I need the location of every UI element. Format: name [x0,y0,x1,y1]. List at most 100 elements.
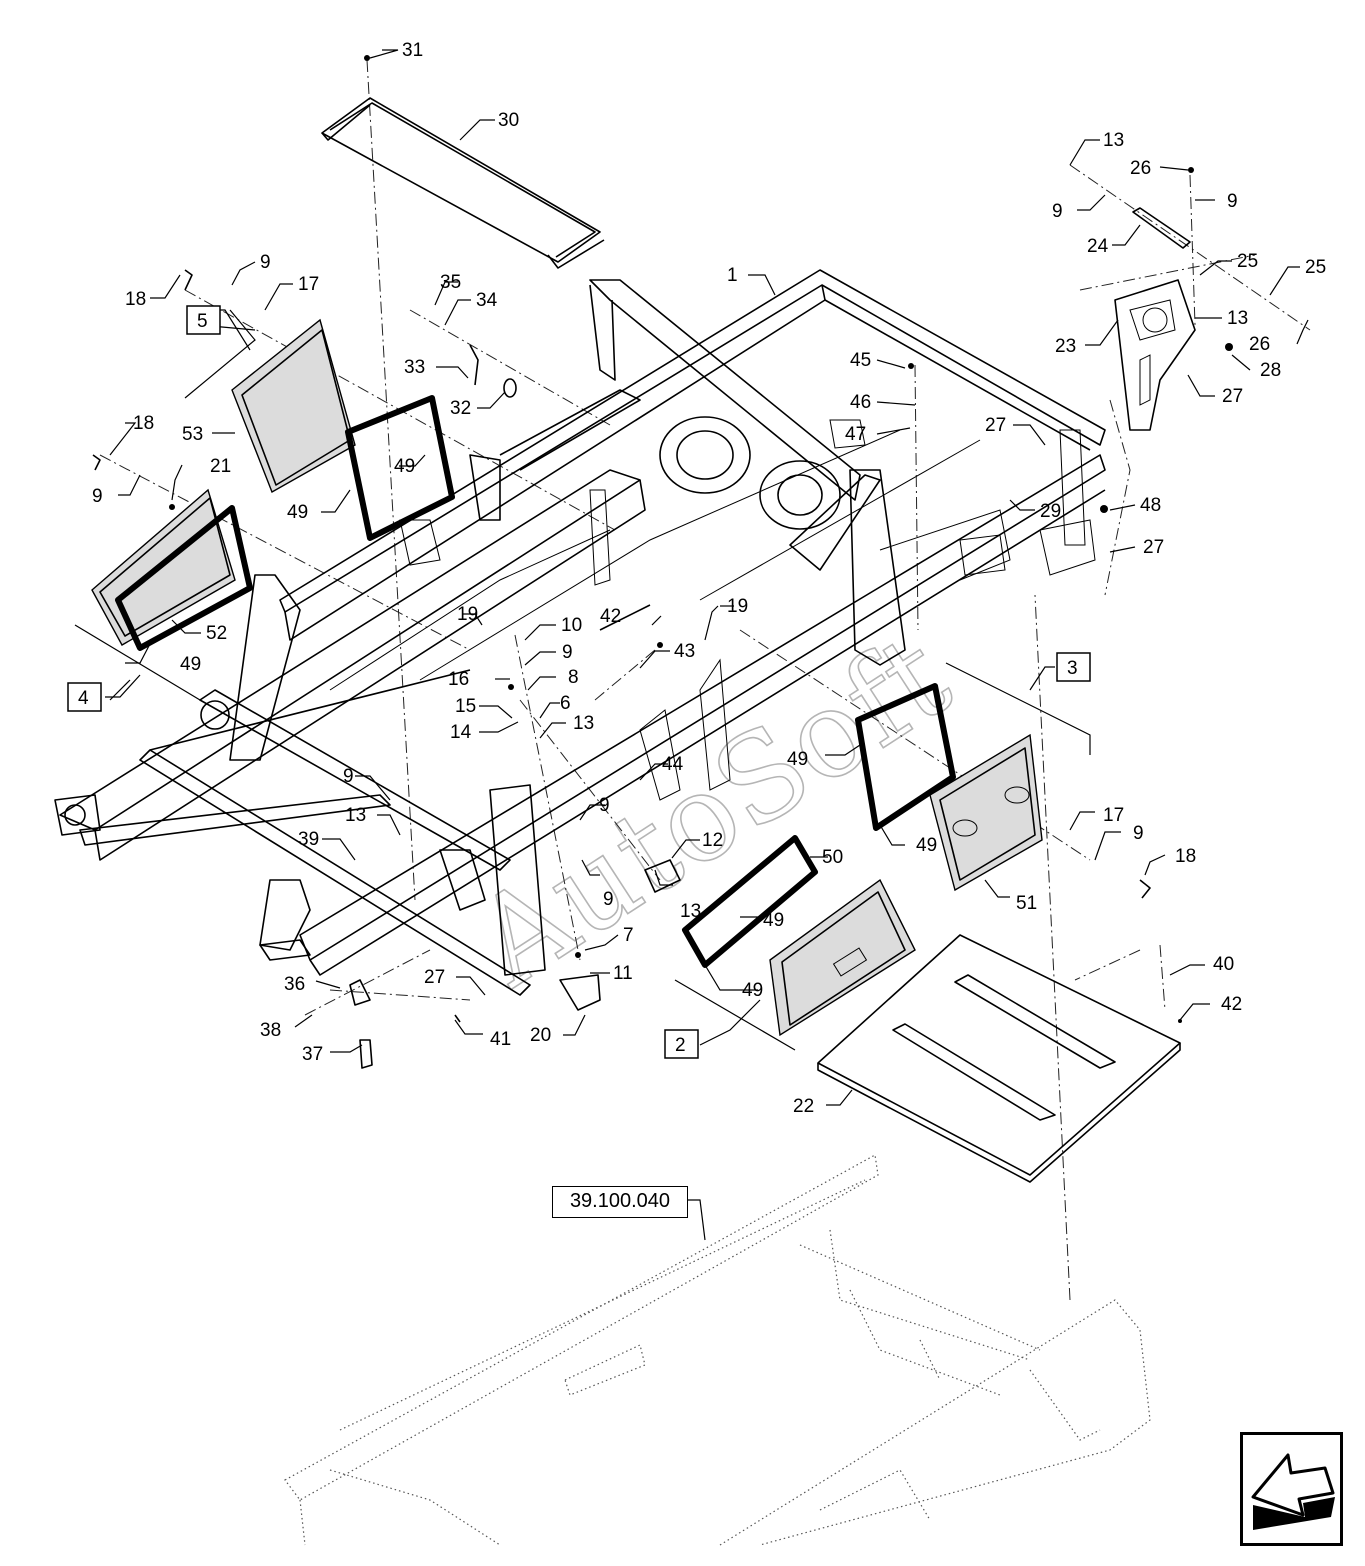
svg-text:2: 2 [675,1035,686,1056]
callout-32: 32 [450,398,471,419]
callout-45: 45 [850,350,871,371]
part-22-floor-plate [817,934,1181,1183]
part-49-seal-upper [345,395,455,541]
callout-47: 47 [845,424,866,445]
callout-52: 52 [206,623,227,644]
boxed-callout-5: 5 [186,305,221,335]
callout-1: 1 [727,265,738,286]
callout-9: 9 [1133,823,1144,844]
callout-27: 27 [1222,386,1243,407]
callout-10: 10 [561,615,582,636]
callout-38: 38 [260,1020,281,1041]
svg-text:4: 4 [78,688,89,709]
callout-17: 17 [1103,805,1124,826]
callout-49: 49 [763,910,784,931]
back-navigation-button[interactable] [1240,1432,1343,1546]
hardware [92,55,1233,1069]
callout-49: 49 [287,502,308,523]
callout-13: 13 [680,901,701,922]
callout-27: 27 [424,967,445,988]
callout-27: 27 [1143,537,1164,558]
callout-18: 18 [133,413,154,434]
callout-13: 13 [1227,308,1248,329]
callout-44: 44 [662,754,684,775]
assembly-centerlines [99,59,1311,1301]
callout-42: 42 [600,606,621,627]
callout-49: 49 [180,654,201,675]
callout-26: 26 [1249,334,1270,355]
callout-27: 27 [985,415,1006,436]
callout-9: 9 [92,486,103,507]
callout-7: 7 [623,925,634,946]
callout-53: 53 [182,424,203,445]
callout-13: 13 [573,713,594,734]
boxed-callout-2: 2 [664,1029,699,1059]
callout-36: 36 [284,974,305,995]
callout-49: 49 [394,456,415,477]
part-53-panel [231,318,356,494]
callout-25: 25 [1305,257,1326,278]
callout-9: 9 [599,795,610,816]
callout-42: 42 [1221,994,1242,1015]
callout-30: 30 [498,110,519,131]
callout-28: 28 [1260,360,1281,381]
callout-33: 33 [404,357,425,378]
part-49-seal-lower [682,835,818,968]
callout-21: 21 [210,456,231,477]
part-51-panel [929,733,1043,892]
callout-16: 16 [448,669,469,690]
callout-22: 22 [793,1096,814,1117]
part-50-panel [769,878,916,1037]
callout-49: 49 [916,835,937,856]
boxed-callout-3: 3 [1056,652,1091,682]
callout-19: 19 [727,596,748,617]
reference-section-label: 39.100.040 [552,1186,688,1218]
boxed-callout-4: 4 [67,682,102,712]
callout-23: 23 [1055,336,1076,357]
part-23-bracket [1114,279,1196,431]
callout-9: 9 [343,766,354,787]
callout-20: 20 [530,1025,551,1046]
callout-49: 49 [742,980,763,1001]
callout-41: 41 [490,1029,511,1050]
callout-24: 24 [1087,236,1109,257]
svg-text:5: 5 [197,311,208,332]
callout-8: 8 [568,667,579,688]
callout-48: 48 [1140,495,1161,516]
callout-9: 9 [603,889,614,910]
callout-9: 9 [1227,191,1238,212]
part-49-seal-right [855,683,956,831]
callout-13: 13 [1103,130,1124,151]
callout-9: 9 [1052,201,1063,222]
callout-35: 35 [440,272,461,293]
callout-50: 50 [822,847,843,868]
callout-11: 11 [613,963,633,984]
callout-15: 15 [455,696,476,717]
callout-14: 14 [450,722,472,743]
callout-17: 17 [298,274,319,295]
callout-9: 9 [260,252,271,273]
part-1-main-frame [54,269,1106,996]
part-52-panel [91,488,253,651]
callout-29: 29 [1040,501,1061,522]
callout-18: 18 [125,289,146,310]
callout-26: 26 [1130,158,1151,179]
callout-39: 39 [298,829,319,850]
part-30-crossbar [321,97,605,269]
part-24-pin [1132,207,1191,249]
callout-9: 9 [562,642,573,663]
callout-49: 49 [787,749,808,770]
callout-51: 51 [1016,893,1037,914]
callout-6: 6 [560,693,571,714]
callout-40: 40 [1213,954,1234,975]
svg-text:3: 3 [1067,658,1078,679]
callout-labels: 31 30 13 26 9 9 24 25 25 13 23 26 28 27 … [92,40,1326,1117]
lower-chassis-reference [284,1154,1151,1546]
callout-19: 19 [457,604,478,625]
callout-18: 18 [1175,846,1196,867]
callout-46: 46 [850,392,871,413]
callout-25: 25 [1237,251,1258,272]
callout-13: 13 [345,805,366,826]
callout-37: 37 [302,1044,323,1065]
